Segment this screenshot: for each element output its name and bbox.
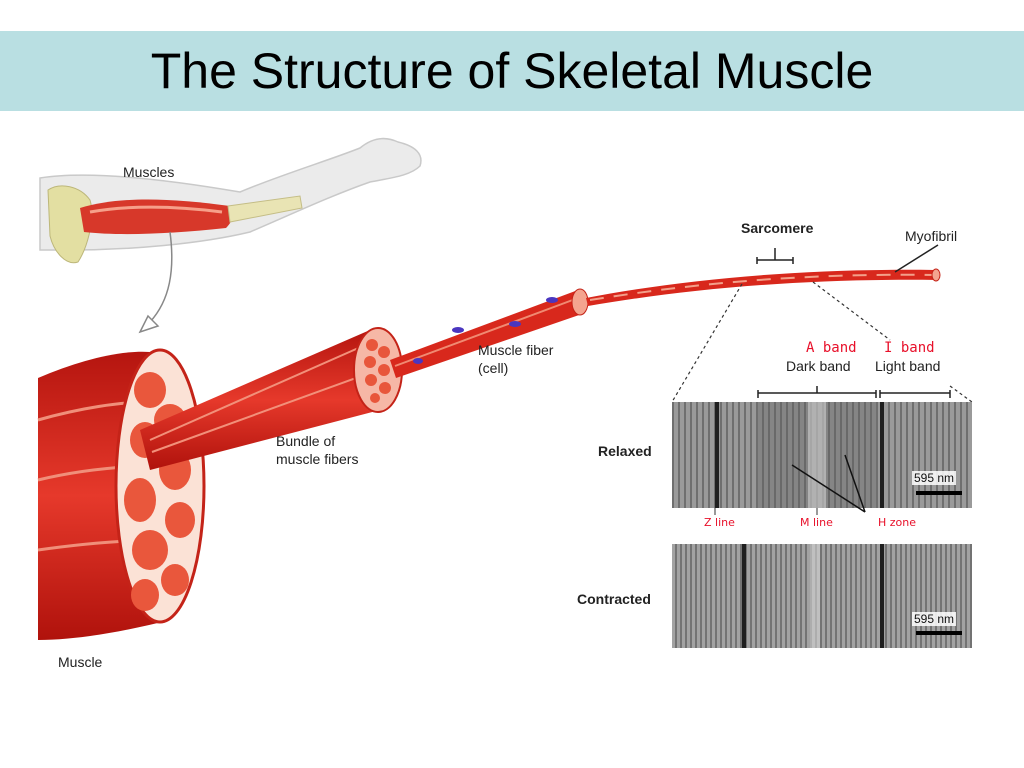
- relaxed-micrograph: [672, 402, 972, 515]
- label-relaxed: Relaxed: [598, 443, 652, 459]
- band-brackets: [757, 386, 951, 398]
- fiber-bundle: [140, 327, 403, 470]
- label-m-line: M line: [800, 516, 833, 529]
- label-myofibril: Myofibril: [905, 228, 958, 244]
- title-bar: The Structure of Skeletal Muscle: [0, 31, 1024, 111]
- label-bundle-line1: Bundle of: [276, 433, 336, 449]
- label-h-zone: H zone: [878, 516, 917, 529]
- label-fiber-line1: Muscle fiber: [478, 342, 554, 358]
- label-dark-band: Dark band: [786, 358, 851, 374]
- muscle-fiber: [390, 288, 589, 378]
- myofibril: [586, 268, 941, 306]
- zoom-arrow: [149, 231, 173, 323]
- label-a-band: A band: [806, 340, 857, 356]
- label-contracted: Contracted: [577, 591, 651, 607]
- arm-illustration: [39, 137, 422, 264]
- muscle-cross-section: [37, 348, 206, 640]
- label-light-band: Light band: [875, 358, 941, 374]
- label-bundle-line2: muscle fibers: [276, 451, 359, 467]
- sarcomere-bracket: [756, 248, 794, 264]
- label-sarcomere: Sarcomere: [741, 220, 814, 236]
- label-i-band: I band: [884, 340, 935, 356]
- page-title: The Structure of Skeletal Muscle: [150, 43, 874, 99]
- label-z-line: Z line: [704, 516, 735, 529]
- scale-relaxed: 595 nm: [912, 471, 957, 485]
- label-muscles: Muscles: [123, 164, 175, 180]
- label-muscle: Muscle: [58, 654, 103, 670]
- label-fiber-line2: (cell): [478, 360, 509, 376]
- scale-contracted: 595 nm: [912, 612, 957, 626]
- zoom-lines: [671, 281, 973, 403]
- contracted-micrograph: [672, 544, 972, 648]
